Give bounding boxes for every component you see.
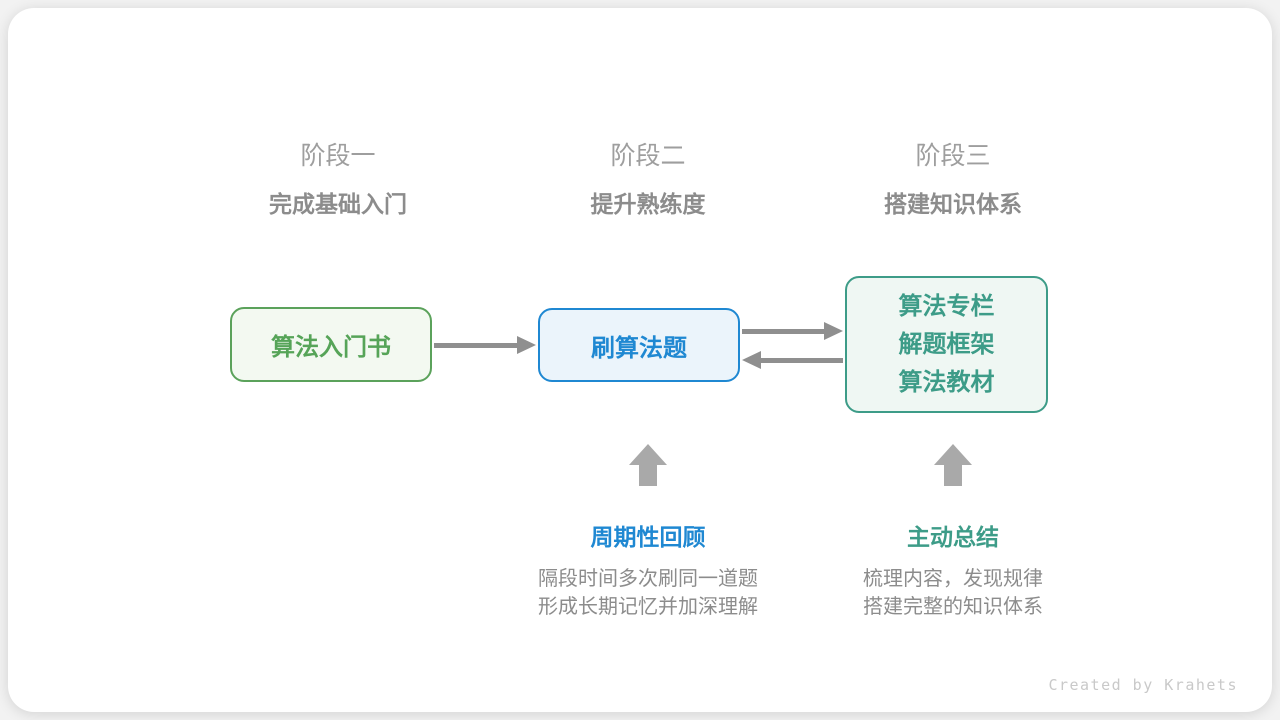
annotation-summary-desc: 梳理内容，发现规律 搭建完整的知识体系 [863, 565, 1043, 621]
node-knowledge-line-3: 算法教材 [898, 368, 995, 396]
arrow-shaft [758, 357, 843, 363]
node-practice-problems-label: 刷算法题 [591, 334, 687, 362]
arrow-shaft [742, 328, 827, 334]
stage-2-label: 阶段二 [610, 142, 686, 170]
annotation-summary-desc-line1: 梳理内容，发现规律 [863, 568, 1043, 590]
annotation-summary-title: 主动总结 [907, 524, 999, 550]
arrow-head [517, 336, 536, 354]
arrow-box3-to-box2-icon [742, 351, 843, 369]
up-arrow-stem [944, 465, 962, 486]
annotation-review-title: 周期性回顾 [590, 524, 706, 550]
up-arrow-review-icon [629, 444, 667, 486]
credit-text: Created by Krahets [1048, 676, 1238, 694]
annotation-review-desc: 隔段时间多次刷同一道题 形成长期记忆并加深理解 [538, 565, 758, 621]
arrow-head [742, 351, 761, 369]
node-knowledge-line-1: 算法专栏 [898, 292, 995, 320]
node-intro-book: 算法入门书 [230, 307, 432, 382]
annotation-summary-desc-line2: 搭建完整的知识体系 [863, 596, 1043, 618]
arrow-box1-to-box2-icon [434, 336, 536, 354]
up-arrow-stem [639, 465, 657, 486]
diagram-card: 阶段一 完成基础入门 阶段二 提升熟练度 阶段三 搭建知识体系 算法入门书 刷算… [8, 8, 1272, 712]
stage-1-label: 阶段一 [300, 142, 376, 170]
up-arrow-summary-icon [934, 444, 972, 486]
arrow-shaft [434, 342, 520, 348]
up-arrow-head [934, 444, 972, 465]
stage-3-subtitle: 搭建知识体系 [884, 191, 1022, 217]
node-knowledge-sources: 算法专栏 解题框架 算法教材 [845, 276, 1048, 413]
annotation-review-desc-line2: 形成长期记忆并加深理解 [538, 596, 758, 618]
node-knowledge-line-2: 解题框架 [898, 330, 995, 358]
up-arrow-head [629, 444, 667, 465]
stage-2-subtitle: 提升熟练度 [590, 191, 706, 217]
stage-3-label: 阶段三 [915, 142, 991, 170]
arrow-head [824, 322, 843, 340]
stage-1-subtitle: 完成基础入门 [269, 191, 407, 217]
arrow-box2-to-box3-icon [742, 322, 843, 340]
node-practice-problems: 刷算法题 [538, 308, 740, 382]
annotation-review-desc-line1: 隔段时间多次刷同一道题 [538, 568, 758, 590]
node-intro-book-label: 算法入门书 [271, 334, 391, 361]
